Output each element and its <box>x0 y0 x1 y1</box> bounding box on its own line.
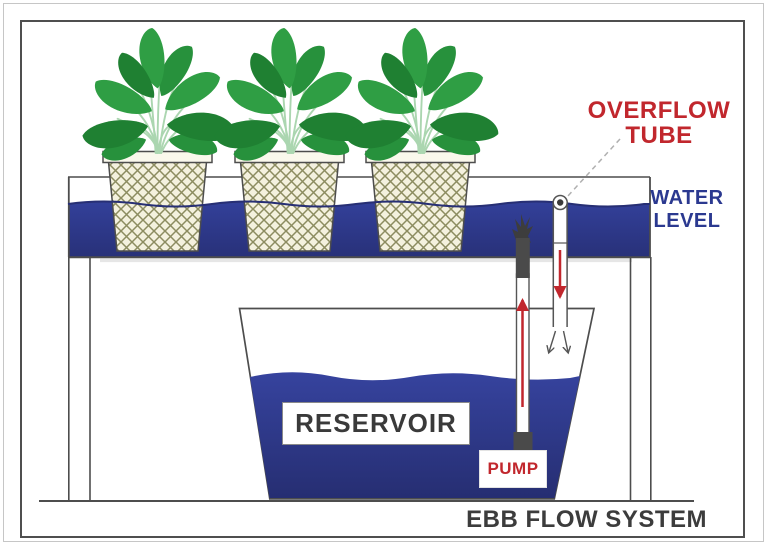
leader-line <box>566 138 621 198</box>
plant-3 <box>344 27 501 165</box>
table <box>39 257 694 502</box>
diagram-frame <box>20 20 745 538</box>
tray-water <box>68 201 650 257</box>
plant-2 <box>213 27 370 165</box>
overflow-tube-label-line1: OVERFLOW <box>587 97 731 124</box>
reservoir-label: RESERVOIR <box>282 402 470 445</box>
reservoir-label-text: RESERVOIR <box>295 408 457 438</box>
pump-body <box>513 432 533 450</box>
water-level-label-line2: LEVEL <box>653 210 721 232</box>
water-level-label: WATER LEVEL <box>612 187 762 233</box>
pump-assembly <box>512 214 533 450</box>
water-splash <box>512 214 533 243</box>
pump-label-text: PUMP <box>487 459 539 478</box>
pump-label: PUMP <box>479 450 547 488</box>
overflow-tube-label: OVERFLOW TUBE <box>544 98 768 148</box>
overflow-tube-opening <box>557 199 564 206</box>
net-pot-2 <box>234 150 345 252</box>
overflow-tube <box>549 194 568 353</box>
dispersal-arrows <box>549 330 568 352</box>
overflow-tube-label-line2: TUBE <box>625 122 693 149</box>
pump-outlet-pipe <box>515 238 530 278</box>
water-level-label-line1: WATER <box>650 187 724 209</box>
plant-1 <box>81 27 238 165</box>
tray-shadow <box>100 258 632 263</box>
outer-border <box>3 3 764 542</box>
diagram-title: EBB FLOW SYSTEM <box>466 506 707 533</box>
